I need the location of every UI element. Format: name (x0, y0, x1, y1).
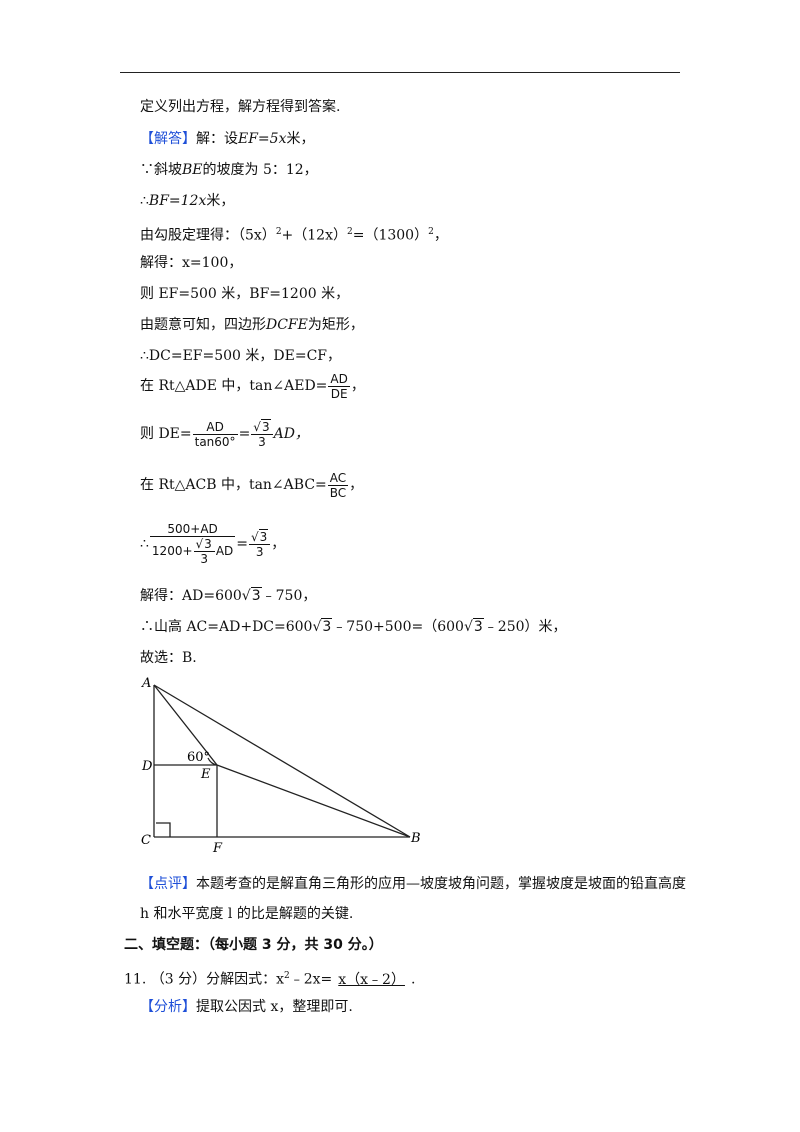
right-angle-mark (156, 822, 171, 837)
answer-start-line: 【解答】解：设EF=5x米， (140, 131, 315, 147)
label-b: B (410, 831, 421, 846)
dc-line: ∴DC=EF=500 米，DE=CF， (140, 348, 342, 364)
angle-arc (207, 757, 218, 766)
comment-line-1: 【点评】本题考查的是解直角三角形的应用—坡度坡角问题，掌握坡度是坡面的铅直高度 (140, 876, 686, 892)
answer-tag: 【解答】 (140, 131, 196, 147)
label-a: A (141, 676, 151, 691)
height-line: ∴山高 AC=AD+DC=600√3﹣750+500=（600√3﹣250）米， (140, 618, 567, 635)
label-e: E (200, 767, 211, 782)
slope-line: ∵斜坡BE的坡度为 5：12， (140, 162, 318, 178)
segment-ab (153, 684, 411, 838)
solve-x-line: 解得：x=100， (140, 255, 243, 271)
header-rule (120, 72, 680, 73)
section-title: 二、填空题：（每小题 3 分，共 30 分。） (124, 937, 383, 953)
answer-blank: x（x﹣2） (338, 971, 405, 988)
question-11: 11. （3 分）分解因式：x2﹣2x=x（x﹣2）. (124, 971, 416, 988)
label-angle: 60° (187, 750, 210, 765)
label-f: F (212, 841, 223, 852)
analysis-tag: 【分析】 (140, 999, 196, 1015)
segment-ae (153, 684, 218, 766)
rectangle-line: 由题意可知，四边形DCFE为矩形， (140, 317, 364, 333)
solve-ad-line: 解得：AD=600√3﹣750， (140, 587, 317, 604)
label-c: C (141, 833, 151, 848)
comment-line-2: h 和水平宽度 l 的比是解题的关键. (140, 906, 354, 922)
analysis-line: 【分析】提取公因式 x，整理即可. (140, 999, 353, 1015)
segment-eb (216, 764, 411, 838)
comment-tag: 【点评】 (140, 876, 196, 892)
pythagoras-line: 由勾股定理得：（5x）2+（12x）2=（1300）2， (140, 227, 448, 244)
bf-line: ∴BF=12x米， (140, 193, 235, 209)
choose-line: 故选：B. (140, 650, 197, 666)
label-d: D (141, 759, 153, 774)
geometry-figure: A D E 60° C F B (141, 676, 421, 852)
then-line: 则 EF=500 米，BF=1200 米， (140, 286, 350, 302)
text-line: 定义列出方程，解方程得到答案. (140, 99, 341, 115)
